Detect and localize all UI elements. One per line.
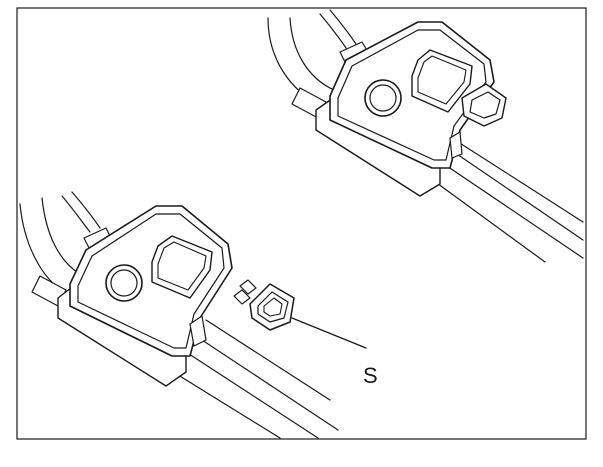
assembly-detached bbox=[19, 191, 339, 439]
plug-inserted bbox=[461, 83, 507, 127]
callout-label-s: S bbox=[363, 363, 378, 388]
diagram-frame bbox=[16, 7, 587, 440]
housing-top bbox=[329, 21, 495, 169]
housing-bottom bbox=[69, 205, 233, 357]
plug-detached bbox=[233, 279, 295, 331]
assembly-connected bbox=[267, 9, 584, 263]
display-window-top bbox=[411, 49, 473, 113]
rod-bottom bbox=[169, 319, 339, 439]
rod-top bbox=[429, 139, 584, 263]
callout-leader-line bbox=[291, 317, 367, 349]
